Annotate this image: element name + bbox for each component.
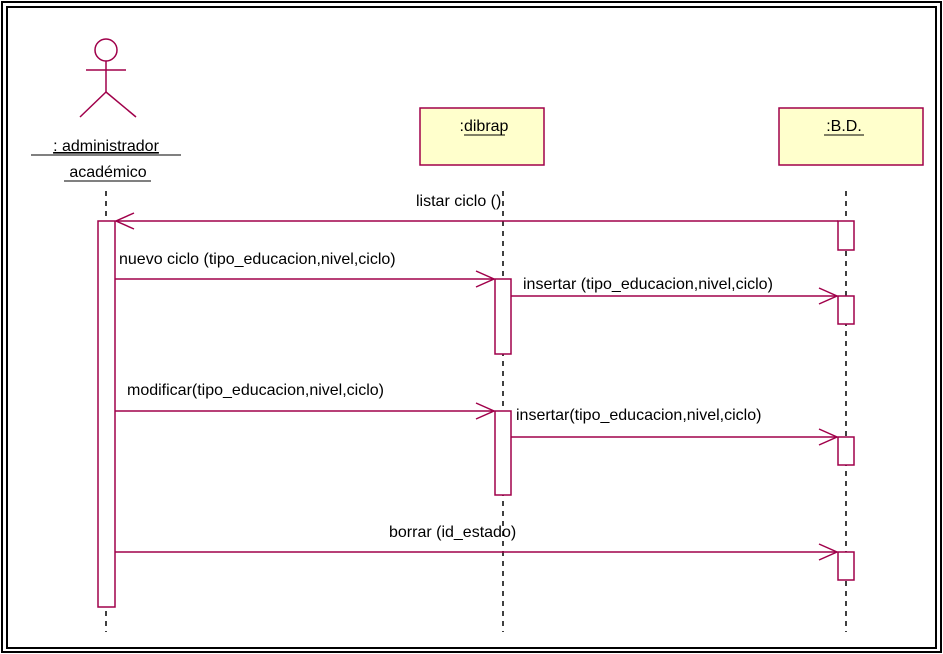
- message-listar-ciclo[interactable]: listar ciclo (): [114, 193, 838, 230]
- arrowhead-open: [475, 270, 496, 288]
- arrowhead-open: [818, 287, 839, 305]
- activation-bd-3: [837, 436, 855, 466]
- message-label-insertar-2: insertar(tipo_educacion,nivel,ciclo): [516, 407, 761, 424]
- message-label-modificar: modificar(tipo_educacion,nivel,ciclo): [127, 382, 384, 399]
- actor-name-line1: : administrador: [53, 138, 159, 155]
- activation-actor: [97, 220, 116, 608]
- actor-name-line2: académico: [69, 164, 146, 181]
- message-label-nuevo-ciclo: nuevo ciclo (tipo_educacion,nivel,ciclo): [119, 251, 396, 268]
- message-insertar-2[interactable]: insertar(tipo_educacion,nivel,ciclo): [511, 407, 839, 446]
- activation-bd-1: [837, 220, 855, 251]
- object-label-dibrap: :dibrap: [460, 118, 509, 135]
- object-box-bd[interactable]: :B.D.: [778, 107, 924, 166]
- arrowhead-open: [818, 543, 839, 561]
- message-label-borrar: borrar (id_estado): [389, 524, 516, 541]
- diagram-inner-frame: [6, 6, 937, 649]
- message-label-listar-ciclo: listar ciclo (): [416, 193, 501, 210]
- arrowhead-open: [114, 212, 135, 230]
- message-label-insertar-1: insertar (tipo_educacion,nivel,ciclo): [523, 276, 773, 293]
- activation-dibrap-2: [494, 410, 512, 496]
- object-label-bd: :B.D.: [826, 118, 862, 135]
- message-nuevo-ciclo[interactable]: nuevo ciclo (tipo_educacion,nivel,ciclo): [115, 251, 496, 288]
- message-borrar[interactable]: borrar (id_estado): [115, 524, 839, 561]
- arrowhead-open: [818, 428, 839, 446]
- activation-bd-4: [837, 551, 855, 581]
- stick-figure-icon: [79, 38, 137, 118]
- activation-dibrap-1: [494, 278, 512, 355]
- message-modificar[interactable]: modificar(tipo_educacion,nivel,ciclo): [115, 382, 496, 420]
- message-insertar-1[interactable]: insertar (tipo_educacion,nivel,ciclo): [511, 276, 839, 305]
- arrowhead-open: [475, 402, 496, 420]
- activation-bd-2: [837, 295, 855, 325]
- object-box-dibrap[interactable]: :dibrap: [419, 107, 545, 166]
